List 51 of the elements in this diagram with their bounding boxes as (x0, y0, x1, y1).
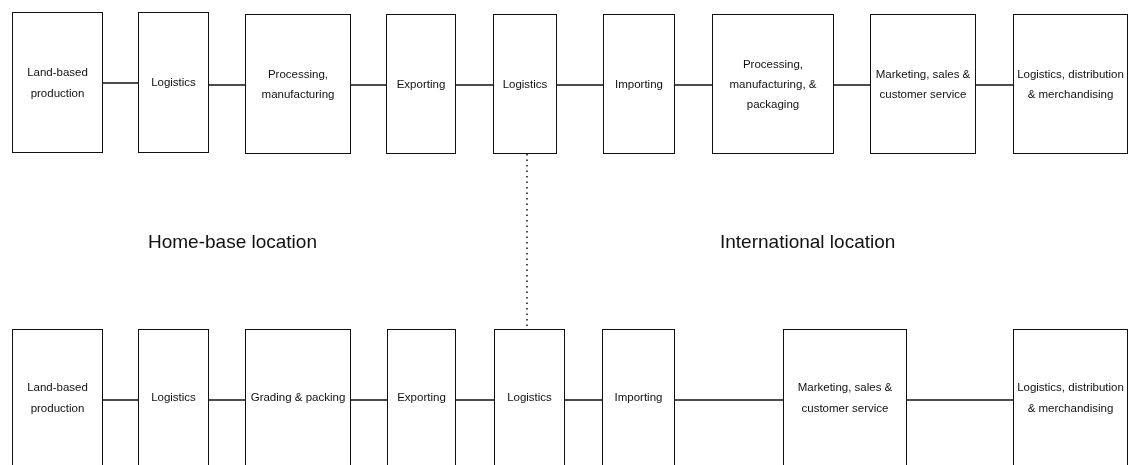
box-label: Importing (613, 390, 664, 406)
box-label: Logistics (506, 390, 553, 406)
process-box (603, 14, 675, 154)
box-label: Logistics (150, 390, 197, 406)
process-box (138, 329, 209, 465)
box-label: Logistics (501, 76, 549, 92)
box-label: Land-based production (26, 65, 89, 101)
box-label: Processing, manufacturing (260, 66, 336, 102)
process-box (12, 329, 103, 465)
box-label: Grading & packing (249, 390, 347, 406)
box-label: Marketing, sales & customer service (796, 380, 894, 416)
connector-line (556, 84, 604, 86)
connector-line (455, 399, 495, 401)
process-box (1013, 329, 1128, 465)
connector-line (975, 84, 1014, 86)
process-box (712, 14, 834, 154)
connector-line (564, 399, 603, 401)
connector-line (208, 84, 246, 86)
process-box (1013, 14, 1128, 154)
connector-line (350, 399, 388, 401)
box-label: Logistics, distribution & merchandising (1016, 66, 1125, 102)
box-label: Logistics (150, 75, 197, 91)
process-box (387, 329, 456, 465)
process-box (494, 329, 565, 465)
box-label: Logistics, distribution & merchandising (1016, 380, 1125, 416)
box-label: Marketing, sales & customer service (874, 66, 972, 102)
connector-line (208, 399, 246, 401)
process-box (870, 14, 976, 154)
process-box (138, 12, 209, 153)
process-box (493, 14, 557, 154)
connector-line (833, 84, 871, 86)
location-label: Home-base location (148, 231, 317, 253)
connector-line (674, 399, 784, 401)
connector-line (674, 84, 713, 86)
connector-line (102, 399, 139, 401)
connector-line (102, 82, 139, 84)
process-box (783, 329, 907, 465)
process-box (245, 329, 351, 465)
process-box (386, 14, 456, 154)
box-label: Importing (614, 76, 664, 92)
location-label: International location (720, 231, 896, 253)
connector-line (350, 84, 387, 86)
connector-line (906, 399, 1014, 401)
process-box (245, 14, 351, 154)
box-label: Land-based production (26, 380, 89, 416)
box-label: Exporting (395, 76, 447, 92)
process-box (12, 12, 103, 153)
box-label: Processing, manufacturing, & packaging (728, 56, 818, 113)
box-label: Exporting (396, 390, 447, 406)
connector-line (455, 84, 494, 86)
process-box (602, 329, 675, 465)
